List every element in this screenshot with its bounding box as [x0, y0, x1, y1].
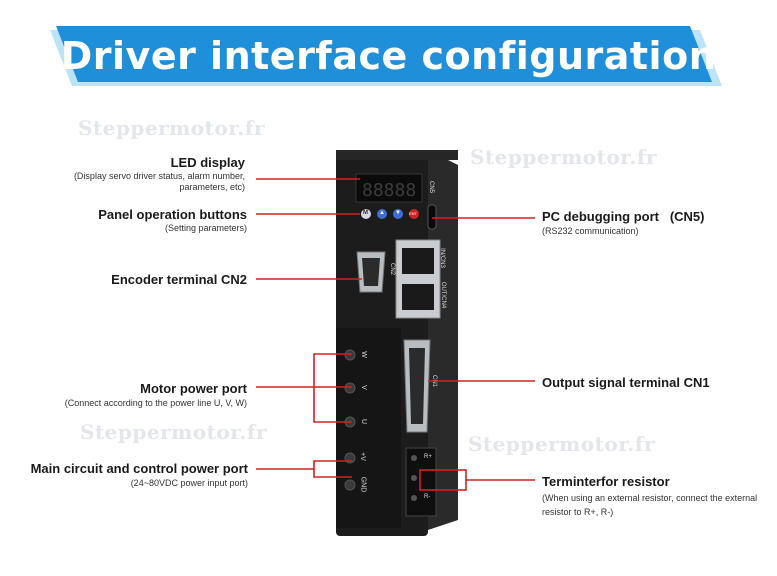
label-panel-buttons: Panel operation buttons — [98, 207, 247, 222]
label-led-display: LED display — [170, 155, 245, 170]
label-main-power: Main circuit and control power port — [30, 461, 248, 476]
label-output-signal: Output signal terminal CN1 — [542, 375, 710, 390]
watermark: Steppermotor.fr — [78, 116, 266, 140]
terminal-r-minus: R- — [424, 494, 431, 500]
title-banner: Driver interface configuration — [0, 0, 777, 110]
button-m: M — [363, 210, 368, 216]
desc-led-display: (Display servo driver status, alarm numb… — [73, 171, 245, 192]
desc-terminator: (When using an external resistor, connec… — [542, 493, 758, 517]
watermark: Steppermotor.fr — [470, 145, 658, 169]
button-ent: ENT — [409, 211, 417, 216]
svg-text:88888: 88888 — [362, 180, 416, 201]
terminal-r-plus: R+ — [424, 454, 432, 460]
desc-motor-power: (Connect according to the power line U, … — [64, 398, 247, 408]
label-encoder-terminal: Encoder terminal CN2 — [111, 272, 247, 287]
label-pc-debug: PC debugging port (CN5) — [542, 209, 705, 224]
page-title: Driver interface configuration — [60, 34, 717, 78]
desc-pc-debug: (RS232 communication) — [542, 226, 639, 236]
desc-main-power: (24~80VDC power input port) — [130, 478, 248, 488]
button-down: ▼ — [395, 210, 401, 216]
desc-panel-buttons: (Setting parameters) — [164, 223, 247, 233]
label-terminator: Terminterfor resistor — [542, 474, 670, 489]
watermark: Steppermotor.fr — [80, 420, 268, 444]
label-motor-power: Motor power port — [140, 381, 247, 396]
button-up: ▲ — [379, 210, 385, 216]
watermark: Steppermotor.fr — [468, 432, 656, 456]
